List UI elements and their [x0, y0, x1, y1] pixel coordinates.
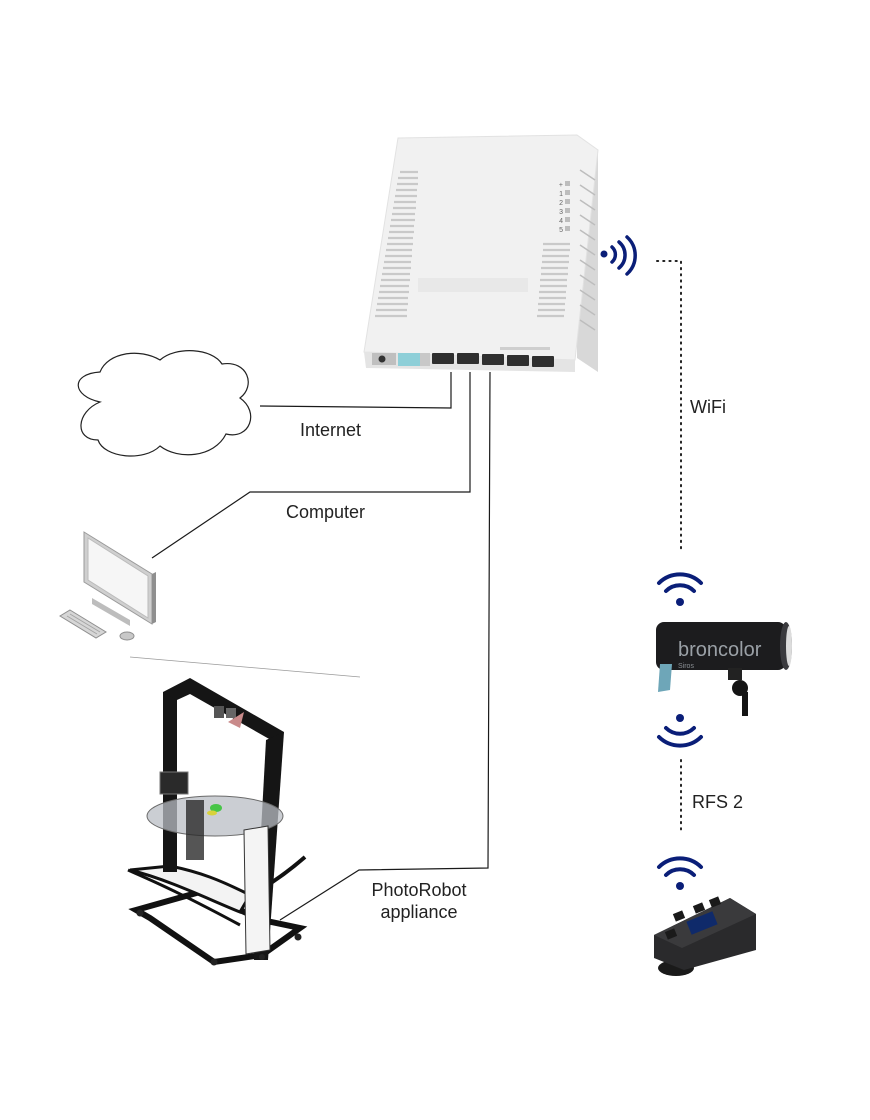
flash-wifi-icon	[657, 572, 703, 606]
separator-line	[129, 656, 361, 678]
wifi-label: WiFi	[690, 397, 726, 417]
router-wifi-signal-icon	[600, 235, 637, 276]
internet-label: Internet	[300, 420, 362, 440]
led-label: 5	[559, 227, 563, 234]
wifi-link	[656, 260, 682, 551]
router-led-panel	[565, 181, 570, 231]
desktop-computer-icon	[59, 531, 156, 641]
photorobot-label-line1: PhotoRobot	[371, 880, 467, 900]
photorobot-cable	[279, 371, 491, 921]
internet-cable	[259, 372, 452, 409]
internet-cloud-icon	[77, 350, 252, 457]
cables	[151, 371, 491, 921]
led-label: 2	[559, 200, 563, 207]
router-right-vents	[537, 242, 570, 318]
photorobot-label-line2: appliance	[380, 902, 458, 922]
computer-label: Computer	[286, 502, 366, 522]
router-left-vents	[375, 170, 418, 318]
rfs-transceiver-icon	[654, 896, 756, 976]
router: + 1 2 3 4 5	[363, 134, 599, 372]
photorobot-label: PhotoRobot appliance	[364, 879, 474, 923]
transceiver-wifi-icon	[657, 856, 703, 890]
broncolor-flash-icon: broncolor Siros	[656, 622, 792, 716]
flash-receive-wifi-icon	[657, 714, 703, 748]
flash-brand-label: broncolor	[678, 639, 762, 661]
led-label: 4	[559, 218, 563, 225]
led-label: +	[559, 182, 563, 189]
flash-model-label: Siros	[678, 663, 694, 670]
photorobot-appliance-icon	[127, 678, 308, 966]
led-label: 3	[559, 209, 563, 216]
led-label: 1	[559, 191, 563, 198]
computer-cable	[151, 372, 471, 559]
router-ethernet-ports	[432, 353, 554, 367]
rfs-label: RFS 2	[692, 792, 744, 812]
